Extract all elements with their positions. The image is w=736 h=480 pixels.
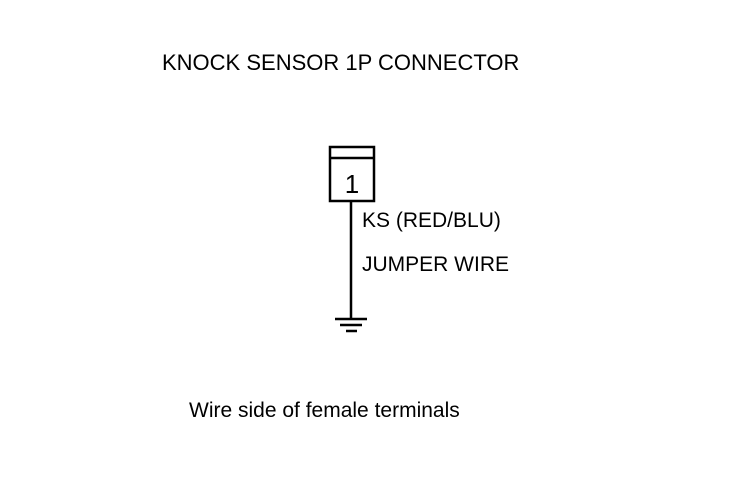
jumper-wire-label: JUMPER WIRE — [362, 253, 509, 276]
connector-pin-number: 1 — [345, 169, 359, 199]
diagram-caption: Wire side of female terminals — [189, 399, 460, 422]
wire-label: KS (RED/BLU) — [362, 209, 501, 232]
ground-symbol-icon — [335, 317, 367, 333]
diagram-title: KNOCK SENSOR 1P CONNECTOR — [162, 50, 520, 75]
connector-housing: 1 — [328, 145, 376, 203]
